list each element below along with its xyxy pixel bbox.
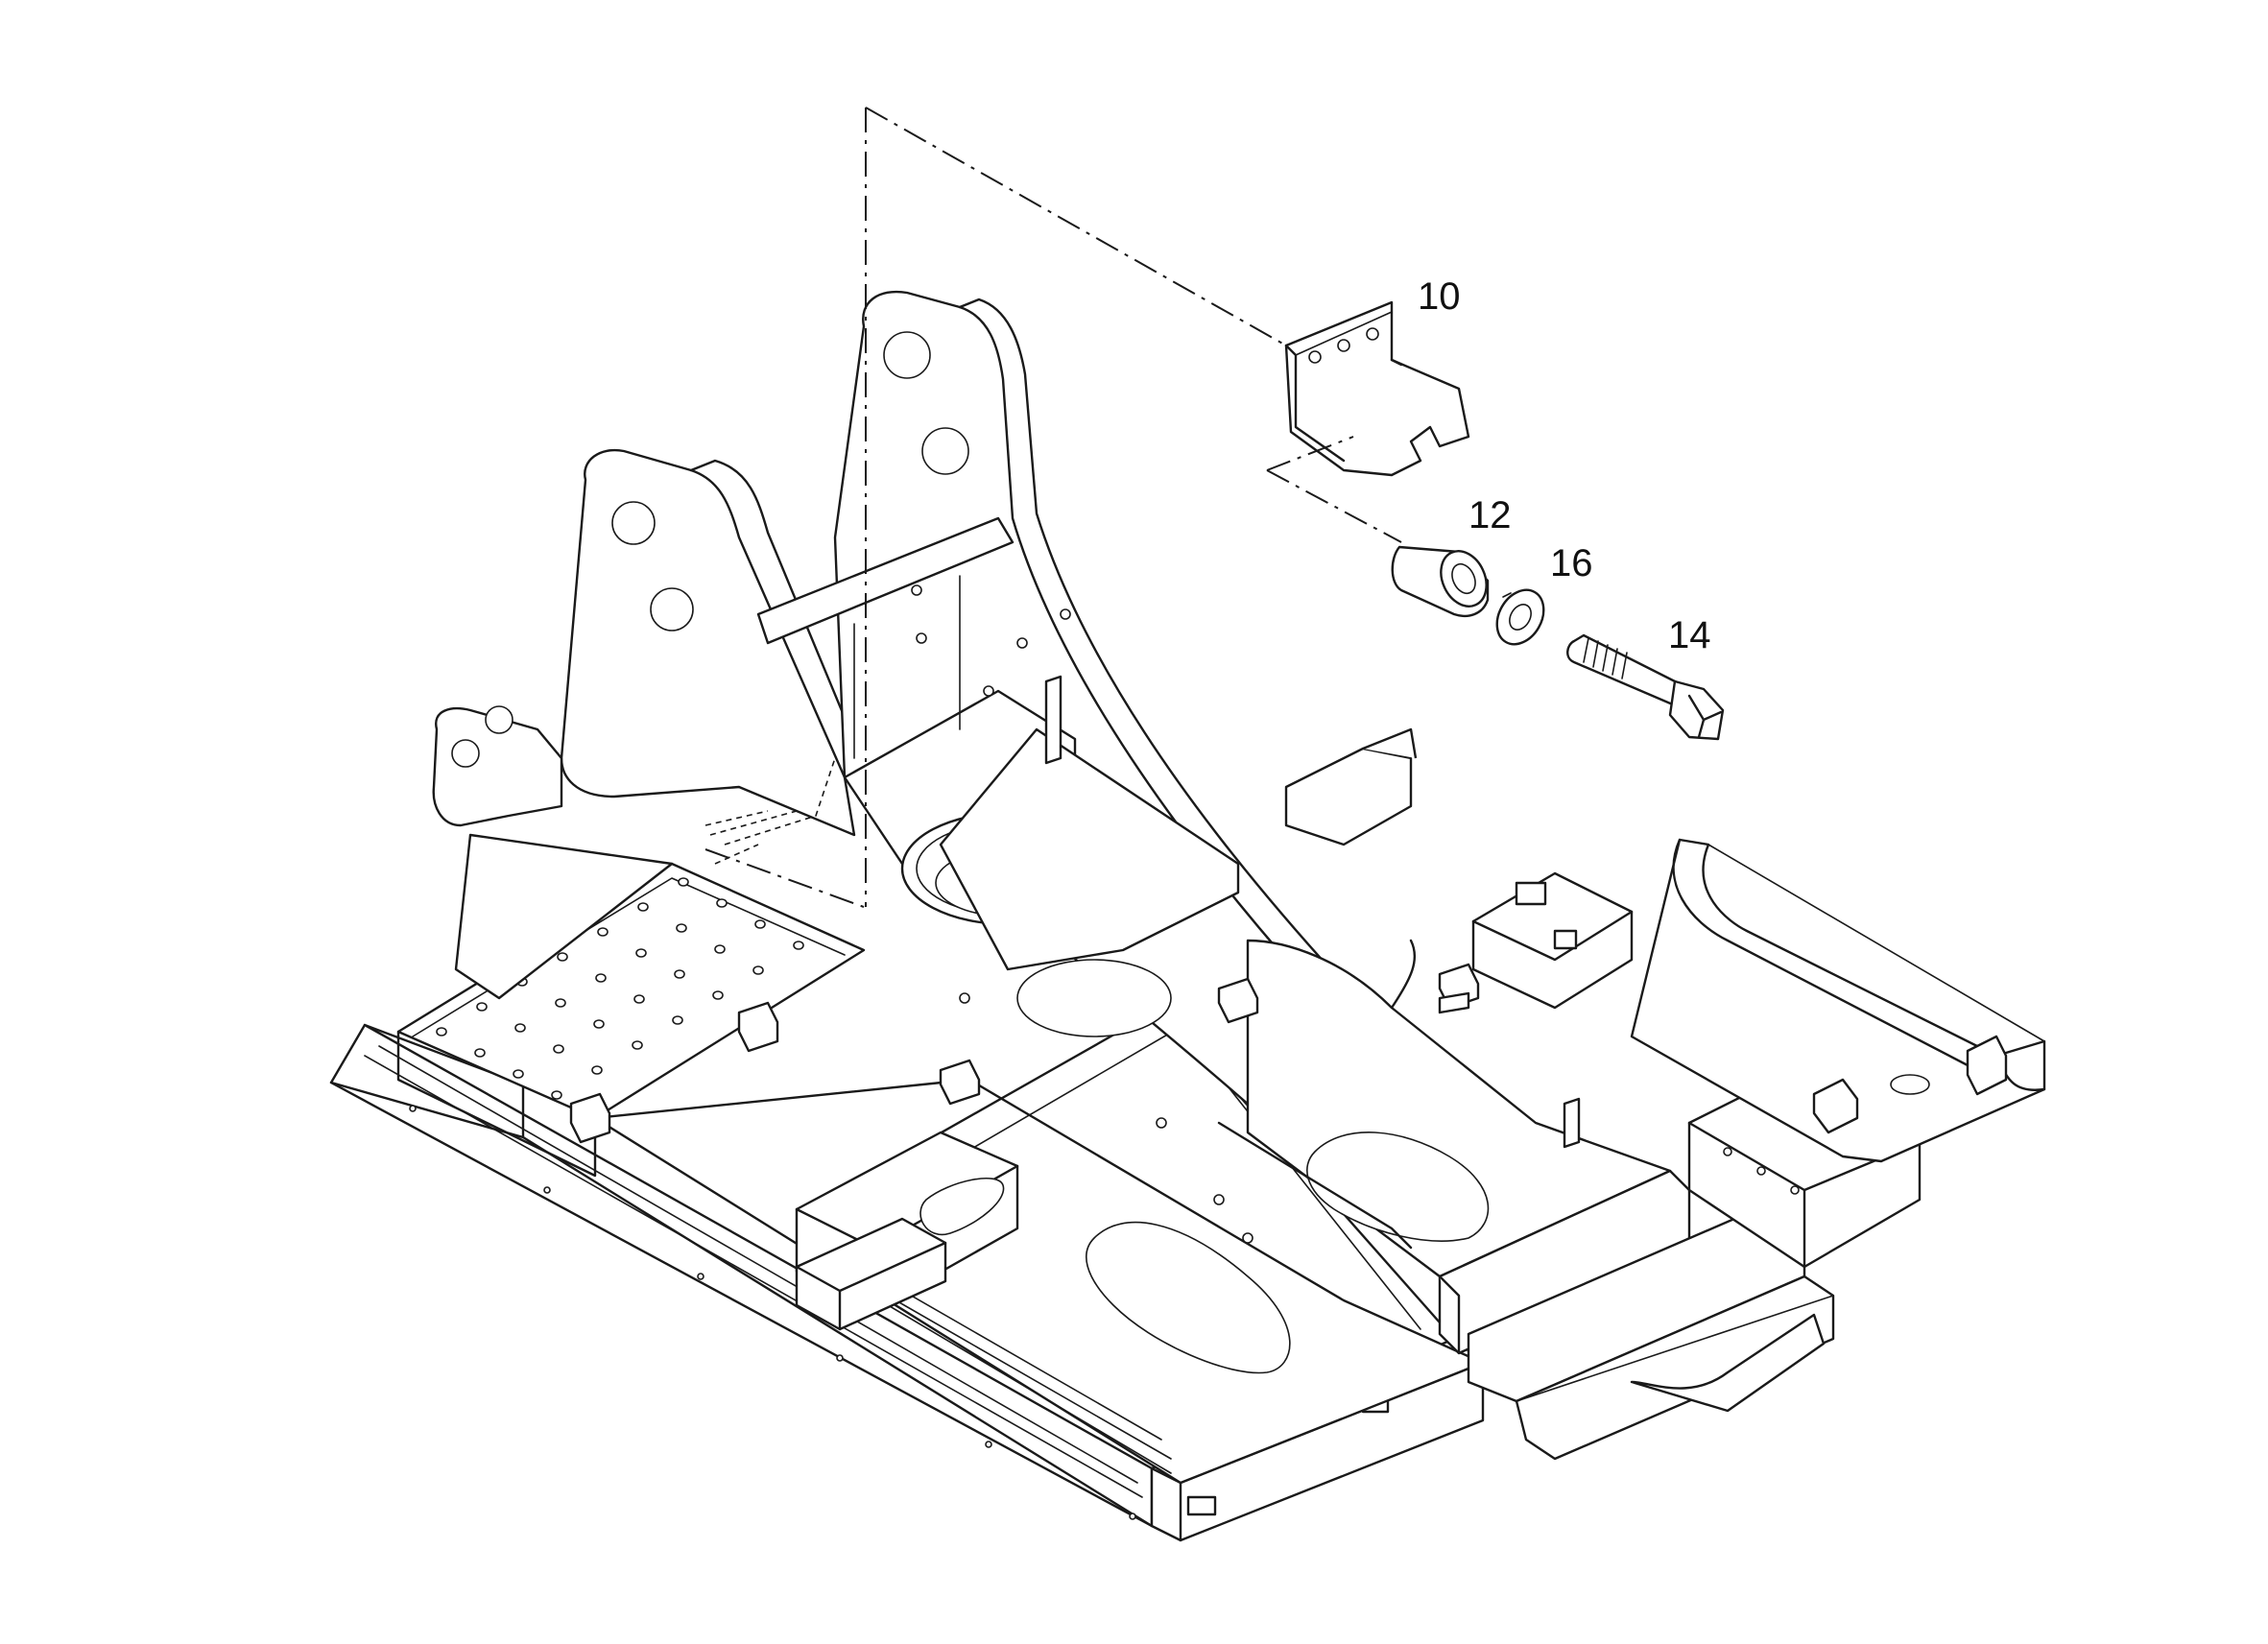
floor-perforation-hole: [476, 1002, 488, 1012]
floor-perforation-hole: [674, 969, 685, 979]
slew-ring: [900, 727, 1240, 1037]
floor-perforation-hole: [672, 1015, 683, 1025]
floor-perforation-hole: [555, 998, 566, 1008]
frame-assembly: [329, 290, 2046, 1542]
floor-perforation-hole: [752, 965, 764, 975]
floor-plate: [396, 862, 866, 1178]
frame-holes: [409, 584, 1253, 1520]
right-platform: [1630, 838, 2046, 1163]
right-side-rail: [1438, 1169, 1835, 1461]
floor-perforation-hole: [714, 944, 726, 954]
floor-perforations: [436, 877, 804, 1100]
floor-perforation-hole: [551, 1090, 562, 1100]
floor-perforation-hole: [676, 923, 687, 933]
assembly-leader-lines: [704, 107, 1402, 908]
callouts: 10 12 16 14: [1418, 275, 1711, 656]
floor-perforation-hole: [678, 877, 689, 887]
callout-12: 12: [1468, 494, 1512, 536]
callout-14: 14: [1668, 614, 1711, 656]
bracket-part: [1284, 300, 1470, 477]
floor-perforation-hole: [436, 1027, 447, 1036]
floor-perforation-hole: [712, 990, 724, 1000]
rear-cross-frame: [1217, 939, 1672, 1278]
floor-perforation-hole: [553, 1044, 564, 1054]
tower-cross-brace: [756, 516, 1077, 866]
floor-perforation-hole: [591, 1065, 603, 1075]
floor-perforation-hole: [593, 1019, 605, 1029]
callout-16: 16: [1550, 542, 1593, 584]
hex-bolt-part: [1566, 633, 1725, 741]
floor-perforation-hole: [595, 973, 607, 983]
floor-perforation-hole: [557, 952, 568, 962]
floor-perforation-hole: [716, 898, 728, 908]
left-boom-tower: [432, 448, 875, 1000]
left-side-rail: [329, 1023, 1154, 1528]
floor-perforation-hole: [633, 994, 645, 1004]
washer-part: [1495, 588, 1545, 646]
floor-perforation-hole: [514, 1023, 526, 1033]
mounting-lugs: [569, 675, 1859, 1149]
floor-perforation-hole: [474, 1048, 486, 1058]
exploded-parts: [1284, 300, 1725, 741]
floor-perforation-hole: [793, 941, 804, 950]
rear-transverse-beam: [1284, 727, 1634, 1010]
front-console: [795, 1217, 947, 1331]
floor-perforation-hole: [597, 927, 609, 937]
floor-perforation-hole: [637, 902, 649, 912]
floor-perforation-hole: [635, 948, 647, 958]
floor-perforation-hole: [632, 1040, 643, 1050]
floor-perforation-hole: [754, 919, 766, 929]
floor-perforation-hole: [513, 1069, 524, 1079]
spacer-sleeve-part: [1391, 545, 1490, 618]
callout-10: 10: [1418, 275, 1461, 318]
